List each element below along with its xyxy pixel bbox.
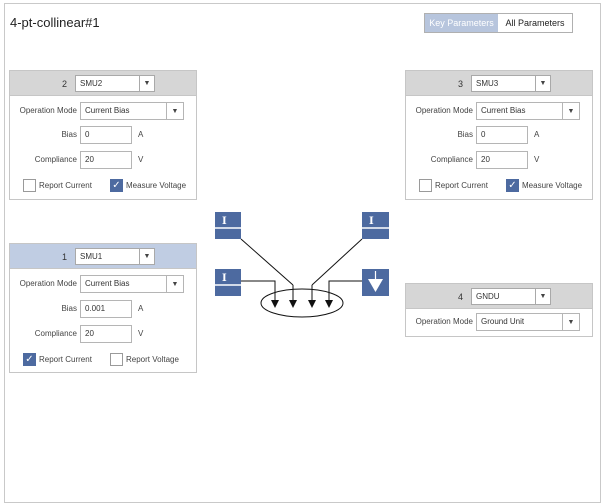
terminal-number: 3: [458, 79, 464, 89]
operation-mode-value: Ground Unit: [481, 317, 525, 326]
checkbox-box[interactable]: [23, 179, 36, 192]
chevron-down-icon[interactable]: ▼: [562, 314, 579, 330]
bias-label: Bias: [457, 130, 473, 139]
panel-header: 1 SMU1 ▼: [10, 244, 196, 269]
chevron-down-icon[interactable]: ▼: [139, 76, 154, 91]
checkbox-label: Report Current: [39, 355, 92, 364]
report-voltage-checkbox[interactable]: Report Voltage: [110, 353, 179, 366]
device-select[interactable]: GNDU ▼: [471, 288, 551, 305]
checkbox-label: Report Current: [39, 181, 92, 190]
report-current-checkbox[interactable]: ✓ Report Current: [23, 353, 92, 366]
compliance-label: Compliance: [430, 155, 473, 164]
page-title: 4-pt-collinear#1: [10, 15, 100, 30]
device-select[interactable]: SMU3 ▼: [471, 75, 551, 92]
compliance-input[interactable]: 20: [80, 325, 132, 343]
terminal-number: 4: [458, 292, 464, 302]
chevron-down-icon[interactable]: ▼: [166, 276, 183, 292]
parameter-view-toggle: Key Parameters All Parameters: [424, 13, 573, 33]
checkbox-label: Report Voltage: [126, 355, 179, 364]
checkbox-box[interactable]: [419, 179, 432, 192]
compliance-input[interactable]: 20: [476, 151, 528, 169]
compliance-unit: V: [138, 155, 144, 164]
chevron-down-icon[interactable]: ▼: [535, 289, 550, 304]
key-parameters-tab[interactable]: Key Parameters: [425, 14, 498, 32]
bias-input[interactable]: 0: [80, 126, 132, 144]
bias-input[interactable]: 0: [476, 126, 528, 144]
operation-mode-select[interactable]: Current Bias ▼: [80, 102, 184, 120]
checkbox-label: Report Current: [435, 181, 488, 190]
bias-input[interactable]: 0.001: [80, 300, 132, 318]
panel-header: 2 SMU2 ▼: [10, 71, 196, 96]
measure-voltage-checkbox[interactable]: ✓ Measure Voltage: [506, 179, 582, 192]
operation-mode-label: Operation Mode: [415, 317, 473, 326]
operation-mode-label: Operation Mode: [19, 279, 77, 288]
bias-unit: A: [138, 130, 144, 139]
measure-voltage-checkbox[interactable]: ✓ Measure Voltage: [110, 179, 186, 192]
smu2-panel: 2 SMU2 ▼ Operation Mode Current Bias ▼ B…: [9, 70, 197, 200]
terminal-number: 1: [62, 252, 68, 262]
gndu-panel: 4 GNDU ▼ Operation Mode Ground Unit ▼: [405, 283, 593, 337]
compliance-unit: V: [138, 329, 144, 338]
terminal-number: 2: [62, 79, 68, 89]
operation-mode-label: Operation Mode: [19, 106, 77, 115]
device-select[interactable]: SMU2 ▼: [75, 75, 155, 92]
device-value: SMU2: [80, 79, 103, 88]
chevron-down-icon[interactable]: ▼: [535, 76, 550, 91]
chevron-down-icon[interactable]: ▼: [166, 103, 183, 119]
report-current-checkbox[interactable]: Report Current: [419, 179, 488, 192]
operation-mode-label: Operation Mode: [415, 106, 473, 115]
all-parameters-tab[interactable]: All Parameters: [505, 18, 565, 28]
check-icon[interactable]: ✓: [110, 179, 123, 192]
checkbox-label: Measure Voltage: [522, 181, 583, 190]
compliance-input[interactable]: 20: [80, 151, 132, 169]
chevron-down-icon[interactable]: ▼: [139, 249, 154, 264]
device-value: SMU1: [80, 252, 103, 261]
operation-mode-value: Current Bias: [481, 106, 526, 115]
operation-mode-select[interactable]: Ground Unit ▼: [476, 313, 580, 331]
report-current-checkbox[interactable]: Report Current: [23, 179, 92, 192]
bias-unit: A: [138, 304, 144, 313]
device-value: GNDU: [476, 292, 500, 301]
panel-header: 3 SMU3 ▼: [406, 71, 592, 96]
operation-mode-value: Current Bias: [85, 279, 130, 288]
smu1-panel: 1 SMU1 ▼ Operation Mode Current Bias ▼ B…: [9, 243, 197, 373]
operation-mode-select[interactable]: Current Bias ▼: [476, 102, 580, 120]
device-value: SMU3: [476, 79, 499, 88]
panel-header: 4 GNDU ▼: [406, 284, 592, 309]
operation-mode-select[interactable]: Current Bias ▼: [80, 275, 184, 293]
checkbox-box[interactable]: [110, 353, 123, 366]
compliance-label: Compliance: [34, 329, 77, 338]
smu3-panel: 3 SMU3 ▼ Operation Mode Current Bias ▼ B…: [405, 70, 593, 200]
operation-mode-value: Current Bias: [85, 106, 130, 115]
bias-unit: A: [534, 130, 540, 139]
bias-label: Bias: [61, 304, 77, 313]
compliance-unit: V: [534, 155, 540, 164]
bias-label: Bias: [61, 130, 77, 139]
check-icon[interactable]: ✓: [506, 179, 519, 192]
checkbox-label: Measure Voltage: [126, 181, 187, 190]
device-select[interactable]: SMU1 ▼: [75, 248, 155, 265]
check-icon[interactable]: ✓: [23, 353, 36, 366]
compliance-label: Compliance: [34, 155, 77, 164]
chevron-down-icon[interactable]: ▼: [562, 103, 579, 119]
